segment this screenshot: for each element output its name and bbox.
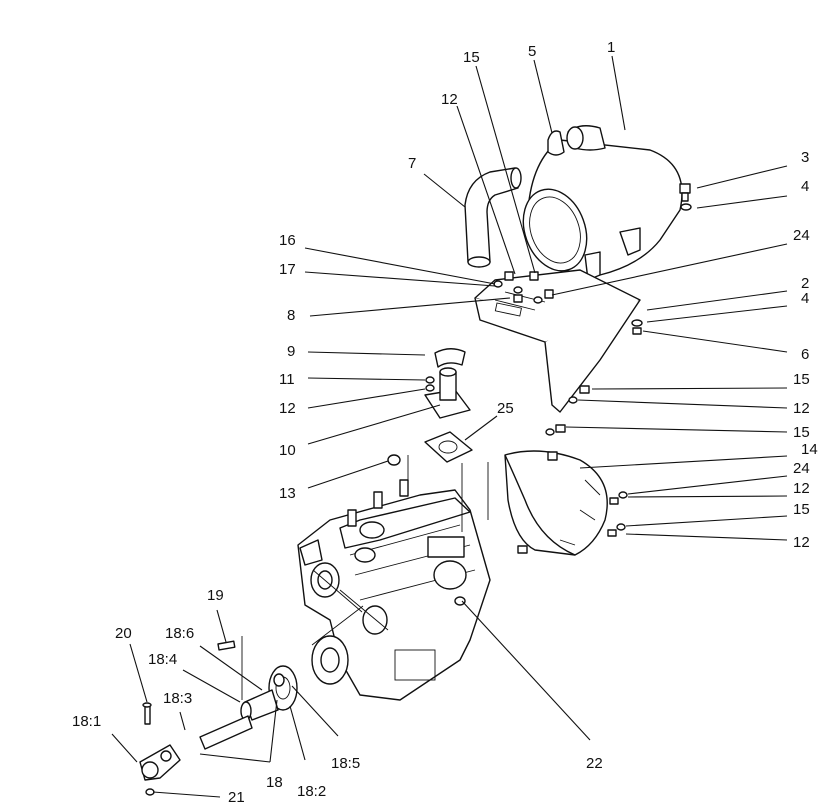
callout-9: 9 bbox=[287, 343, 295, 360]
engine-block-part bbox=[297, 479, 491, 701]
callout-21: 21 bbox=[228, 789, 245, 806]
callout-8: 8 bbox=[287, 307, 295, 324]
callout-15-r3: 15 bbox=[793, 501, 810, 518]
callout-18: 18 bbox=[266, 774, 283, 791]
shroud-part bbox=[504, 450, 628, 556]
callout-14: 14 bbox=[801, 441, 818, 458]
callout-12-right: 12 bbox=[793, 400, 810, 417]
gasket-part bbox=[424, 431, 473, 463]
callout-24-right: 24 bbox=[793, 460, 810, 477]
callout-19: 19 bbox=[207, 587, 224, 604]
callout-15-right: 15 bbox=[793, 371, 810, 388]
muffler-bracket-part bbox=[474, 269, 641, 413]
callout-15-r2: 15 bbox=[793, 424, 810, 441]
callout-11: 11 bbox=[279, 371, 295, 388]
tail-pipe-part bbox=[464, 167, 522, 268]
callout-12-top: 12 bbox=[441, 91, 458, 108]
callout-12-r3: 12 bbox=[793, 480, 810, 497]
callout-13: 13 bbox=[279, 485, 296, 502]
callout-6: 6 bbox=[801, 346, 809, 363]
callout-4-mid: 4 bbox=[801, 290, 809, 307]
muffler-part bbox=[522, 139, 683, 281]
callout-labels: 1 5 15 12 7 3 4 24 16 17 8 2 4 6 9 11 12… bbox=[72, 39, 818, 806]
callout-20: 20 bbox=[115, 625, 132, 642]
callout-24-top: 24 bbox=[793, 227, 810, 244]
callout-18-3: 18:3 bbox=[163, 690, 192, 707]
callout-18-1: 18:1 bbox=[72, 713, 101, 730]
callout-12-mid: 12 bbox=[279, 400, 296, 417]
callout-17: 17 bbox=[279, 261, 296, 278]
exhaust-flange-part bbox=[424, 348, 471, 419]
inlet-pipe-part bbox=[547, 125, 606, 156]
callout-2: 2 bbox=[801, 275, 809, 292]
callout-25: 25 bbox=[497, 400, 514, 417]
callout-7: 7 bbox=[408, 155, 416, 172]
callout-16: 16 bbox=[279, 232, 296, 249]
callout-5: 5 bbox=[528, 43, 536, 60]
callout-15-top: 15 bbox=[463, 49, 480, 66]
callout-18-5: 18:5 bbox=[331, 755, 360, 772]
callout-22: 22 bbox=[586, 755, 603, 772]
coupling-plate-part bbox=[268, 665, 298, 711]
nut-part bbox=[387, 454, 401, 466]
bracket-hardware bbox=[493, 183, 692, 436]
callout-18-4: 18:4 bbox=[148, 651, 177, 668]
callout-3: 3 bbox=[801, 149, 809, 166]
callout-4-top: 4 bbox=[801, 178, 809, 195]
drive-shaft-part bbox=[139, 640, 279, 796]
callout-12-r4: 12 bbox=[793, 534, 810, 551]
callout-1: 1 bbox=[607, 39, 615, 56]
leader-lines bbox=[111, 55, 788, 798]
callout-10: 10 bbox=[279, 442, 296, 459]
callout-18-6: 18:6 bbox=[165, 625, 194, 642]
callout-18-2: 18:2 bbox=[297, 783, 326, 800]
